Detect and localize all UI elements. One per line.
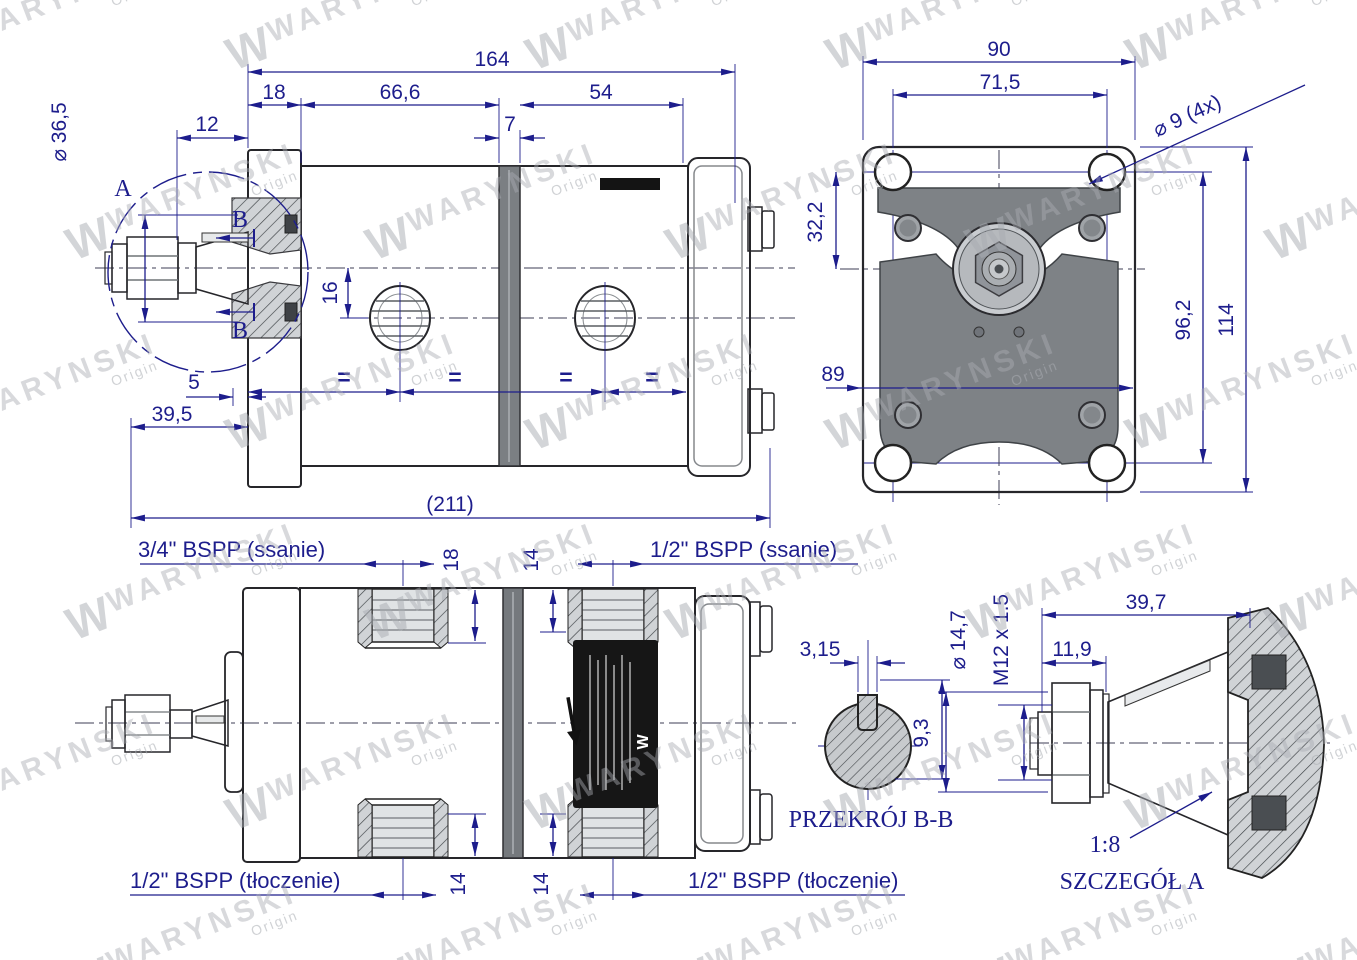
equal-mark-4: =: [645, 364, 658, 390]
dims-front-view: 90 71,5 ⌀ 9 (4x) 32,2 96,2 114 89: [804, 38, 1306, 493]
rear-port-bottom-b: [749, 789, 773, 845]
dim-32-2: 32,2: [804, 202, 827, 243]
dim-54: 54: [589, 81, 613, 104]
dim-14-top: 14: [520, 548, 543, 572]
flow-direction-arrow: [566, 697, 581, 746]
drive-shaft-bottom: [105, 694, 229, 753]
dim-12: 12: [195, 113, 218, 136]
dim-16: 16: [319, 281, 342, 304]
dim-90: 90: [987, 38, 1010, 61]
seal-top: [1251, 654, 1287, 690]
bolt-hole-tr: [1087, 152, 1127, 192]
dim-211: (211): [426, 493, 473, 516]
port-label-suction-2: 1/2" BSPP (ssanie): [650, 537, 837, 562]
rear-port-top-b: [749, 601, 773, 657]
dim-dia-14-7: ⌀ 14,7: [947, 610, 970, 669]
dim-3-15: 3,15: [800, 638, 841, 661]
section-bb-title: PRZEKRÓJ B-B: [789, 806, 954, 833]
mounting-flange-bottom: [242, 587, 301, 863]
port-label-pressure-1: 1/2" BSPP (tłoczenie): [130, 868, 340, 893]
top-side-view: 164 18 66,6 54 12 7 ⌀ 36,5 A B B 16 5 39…: [48, 48, 795, 528]
bearing-hub-hatch-bottom: [231, 281, 302, 339]
detail-a-title: SZCZEGÓŁ A: [1060, 868, 1205, 895]
dim-39-5: 39,5: [152, 403, 193, 426]
dim-5: 5: [188, 371, 200, 394]
bolt-hole-bl: [873, 443, 913, 483]
detail-a-view: 39,7 11,9 ⌀ 14,7 M12 x 1.5 1:8 SZCZEGÓŁ …: [938, 591, 1330, 895]
taper-ratio: 1:8: [1090, 832, 1121, 858]
dim-71-5: 71,5: [980, 71, 1021, 94]
dim-18-depth: 18: [440, 548, 463, 571]
dim-164: 164: [474, 48, 509, 71]
shaft-seal-bottom: [284, 302, 298, 322]
product-label: W: [573, 640, 658, 808]
detail-key: [1124, 659, 1211, 707]
flange-plate: [861, 145, 1137, 494]
dim-96-2: 96,2: [1172, 300, 1195, 341]
dim-7: 7: [504, 113, 516, 136]
rear-port-top: [747, 206, 775, 252]
dims-detail-a: 39,7 11,9 ⌀ 14,7 M12 x 1.5 1:8: [938, 591, 1251, 858]
rear-port-bottom: [747, 388, 775, 434]
keyway-slot: [857, 694, 878, 731]
port-label-suction-main: 3/4" BSPP (ssanie): [138, 537, 325, 562]
shaft-seal-top: [284, 214, 298, 234]
pressure-port-1: [357, 798, 449, 858]
dim-66-6: 66,6: [380, 81, 421, 104]
dims-section-bb: 3,15 9,3: [800, 638, 950, 780]
dim-39-7: 39,7: [1126, 591, 1167, 614]
hub-bottom: [224, 651, 244, 793]
front-flange-view: 90 71,5 ⌀ 9 (4x) 32,2 96,2 114 89: [804, 38, 1306, 505]
suction-port-2: [567, 588, 659, 649]
detail-a-circle: [107, 171, 309, 373]
dim-14-bottom-left: 14: [447, 872, 470, 896]
suction-port-1: [357, 588, 449, 649]
dim-18: 18: [262, 81, 285, 104]
section-bb-view: 3,15 9,3 PRZEKRÓJ B-B: [789, 638, 954, 833]
port-label-pressure-2: 1/2" BSPP (tłoczenie): [688, 868, 898, 893]
pump-body-bottom: W: [105, 587, 773, 863]
dims-top-view: 164 18 66,6 54 12 7 ⌀ 36,5 A B B 16 5 39…: [48, 48, 771, 528]
equal-mark-2: =: [448, 364, 461, 390]
dim-dia-36-5: ⌀ 36,5: [48, 102, 71, 161]
detail-mark-a: A: [114, 176, 132, 202]
rear-cover: [687, 157, 751, 477]
rear-cover-bottom: [694, 595, 751, 852]
dims-bottom-view: 3/4" BSPP (ssanie) 18 14 1/2" BSPP (ssan…: [130, 537, 905, 900]
thread-spec: M12 x 1.5: [990, 594, 1013, 686]
seal-bottom: [1251, 795, 1287, 831]
section-mark-b-bottom: B: [232, 318, 248, 344]
shaft-boss: [952, 222, 1046, 338]
dim-14-bottom-right: 14: [530, 872, 553, 896]
section-mark-b-top: B: [232, 207, 248, 233]
inner-holes: [894, 214, 1106, 429]
dim-114: 114: [1215, 303, 1238, 337]
bolt-hole-br: [1087, 443, 1127, 483]
dim-89: 89: [821, 363, 844, 386]
dim-9-3: 9,3: [910, 718, 933, 747]
bolt-hole-tl: [873, 152, 913, 192]
product-label-edge: [600, 178, 660, 190]
label-logo: W: [635, 734, 652, 750]
bottom-side-view: W 3/4" BSPP (ssanie) 18 14 1/2" BSPP (ss…: [75, 537, 905, 900]
equal-mark-3: =: [559, 364, 572, 390]
equal-mark-1: =: [337, 364, 350, 390]
dim-11-9: 11,9: [1052, 638, 1091, 661]
dim-dia-9-4x: ⌀ 9 (4x): [1150, 90, 1225, 141]
